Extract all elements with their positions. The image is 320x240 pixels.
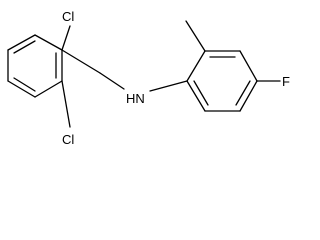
- bond-ch2-n: [99, 72, 125, 90]
- bond-ring1-double-a: [13, 40, 36, 54]
- bond-ring1-c2-c3: [34, 34, 63, 51]
- bond-ring2-double-b: [235, 80, 251, 106]
- bond-ring-ch2: [61, 49, 101, 74]
- bond-ring2-c3-c4: [239, 50, 258, 82]
- bond-ring1-c5-c6: [7, 80, 36, 98]
- chemical-structure-diagram: Cl Cl HN F: [7, 9, 290, 147]
- bond-ring2-c4-c5: [239, 80, 258, 112]
- bond-ring1-c4-c5: [34, 80, 63, 98]
- bond-ring2-double-c: [193, 80, 209, 106]
- fluoromethylphenyl-ring: [186, 50, 258, 112]
- bond-ring1-double-c: [13, 77, 36, 92]
- atom-label-fluorine: F: [282, 74, 290, 89]
- bond-n-ring: [149, 80, 188, 92]
- bond-c-cl-bottom: [61, 80, 71, 128]
- bond-ring2-c6-c1: [186, 80, 206, 112]
- bond-ring1-c1-c2: [7, 34, 36, 51]
- bond-methyl: [185, 20, 206, 52]
- atom-label-cl-bottom: Cl: [62, 132, 74, 147]
- atom-label-amine: HN: [126, 91, 145, 106]
- bond-ring2-c1-c2: [186, 50, 206, 82]
- bond-c-cl-top: [61, 25, 71, 51]
- dichlorophenyl-ring: [7, 34, 63, 98]
- atom-label-cl-top: Cl: [62, 9, 74, 24]
